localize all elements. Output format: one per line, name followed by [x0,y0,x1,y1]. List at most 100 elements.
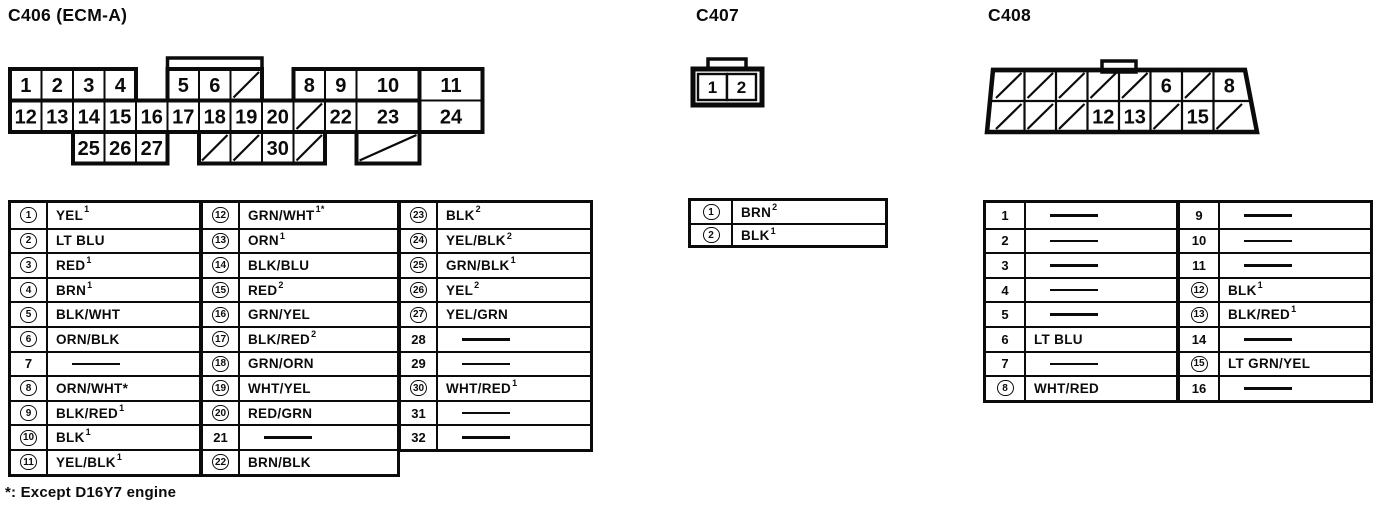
wire-color-cell: BRN/BLK [248,454,311,470]
pin-number-cell: 22 [203,450,240,474]
plain-pin-number: 31 [411,405,426,421]
pin-number-cell: 25 [401,254,438,277]
pin-row: 11 [1180,252,1370,277]
plain-pin-number: 4 [1001,282,1009,298]
cavity-cell [72,68,106,102]
wire-color-cell [438,353,590,376]
pin-number-cell: 18 [203,352,240,376]
circled-pin-number: 27 [410,306,427,323]
cavity-number: 22 [330,106,352,128]
cavity-number: 27 [141,138,163,160]
cavity-number: 24 [440,106,463,128]
circled-pin-number: 8 [996,380,1014,397]
cavity-number: 17 [172,106,194,128]
cavity-number: 1 [20,75,31,97]
pin-number-cell: 5 [986,303,1026,326]
no-connection-dash [462,362,510,366]
cavity-number: 12 [15,106,37,128]
footnote-superscript: 1 [116,451,123,462]
pin-number-cell: 2 [11,229,48,253]
wire-color-cell: RED/GRN [248,405,313,421]
cavity-number: 5 [178,75,189,97]
plain-pin-number: 5 [1001,307,1009,323]
blocked-cavity-slash-icon [201,134,229,162]
footnote-superscript: 2 [772,202,778,212]
pin-number-cell: 26 [401,278,438,302]
pin-number-cell: 29 [401,352,438,376]
no-connection-dash [1050,362,1098,366]
pin-number-cell: 4 [11,278,48,302]
blocked-cavity-slash-icon [1058,103,1086,130]
wire-color-cell: GRN/ORN [248,356,314,372]
pin-row: 2 LT BLU [11,227,199,253]
pin-number-cell: 3 [986,254,1026,277]
pin-number-cell: 27 [401,303,438,326]
pin-row: 3 [986,252,1176,277]
pin-number-cell: 31 [401,401,438,425]
wire-color-cell: LT GRN/YEL [1228,356,1311,372]
pin-row: 16 [1180,375,1370,400]
plain-pin-number: 10 [1191,233,1207,249]
circled-pin-number: 6 [20,331,37,348]
pin-number-cell: 9 [1180,203,1220,228]
plain-pin-number: 9 [1195,207,1203,223]
pin-number-cell: 8 [11,377,48,400]
pin-number-cell: 10 [1180,229,1220,253]
circled-pin-number: 25 [410,257,427,274]
blocked-cavity-slash-icon [1215,103,1243,130]
pin-number-cell: 30 [401,377,438,400]
wire-color-cell: WHT/YEL [248,380,311,396]
wire-color-cell [438,402,590,425]
cavity-number: 8 [304,75,315,97]
footnote-superscript: 1 [86,255,92,266]
plain-pin-number: 14 [1191,331,1207,347]
wire-color-cell: LT BLU [56,233,105,249]
wire-color-cell [1026,303,1176,326]
pin-row: 29 [401,350,590,376]
circled-pin-number: 9 [20,405,37,422]
cavity-number: 18 [204,106,226,128]
circled-pin-number: 11 [20,454,37,471]
pin-number-cell: 6 [986,327,1026,351]
circled-pin-number: 5 [20,306,37,323]
wire-color-cell [438,328,590,351]
pin-row: 10 [1180,227,1370,253]
wire-color-cell [1220,230,1370,253]
pin-number-cell: 11 [1180,254,1220,277]
wire-color-cell [1026,230,1176,253]
circled-pin-number: 17 [212,331,229,348]
cavity-number: 4 [115,75,127,97]
cavity-number: 9 [335,75,346,97]
circled-pin-number: 15 [212,282,229,299]
footnote-superscript: 1 [84,204,90,214]
pin-row: 5 [986,301,1176,326]
pin-number-cell: 1 [11,203,48,228]
circled-pin-number: 4 [20,282,37,299]
circled-pin-number: 1 [702,204,720,220]
pin-row: 32 [401,424,590,449]
